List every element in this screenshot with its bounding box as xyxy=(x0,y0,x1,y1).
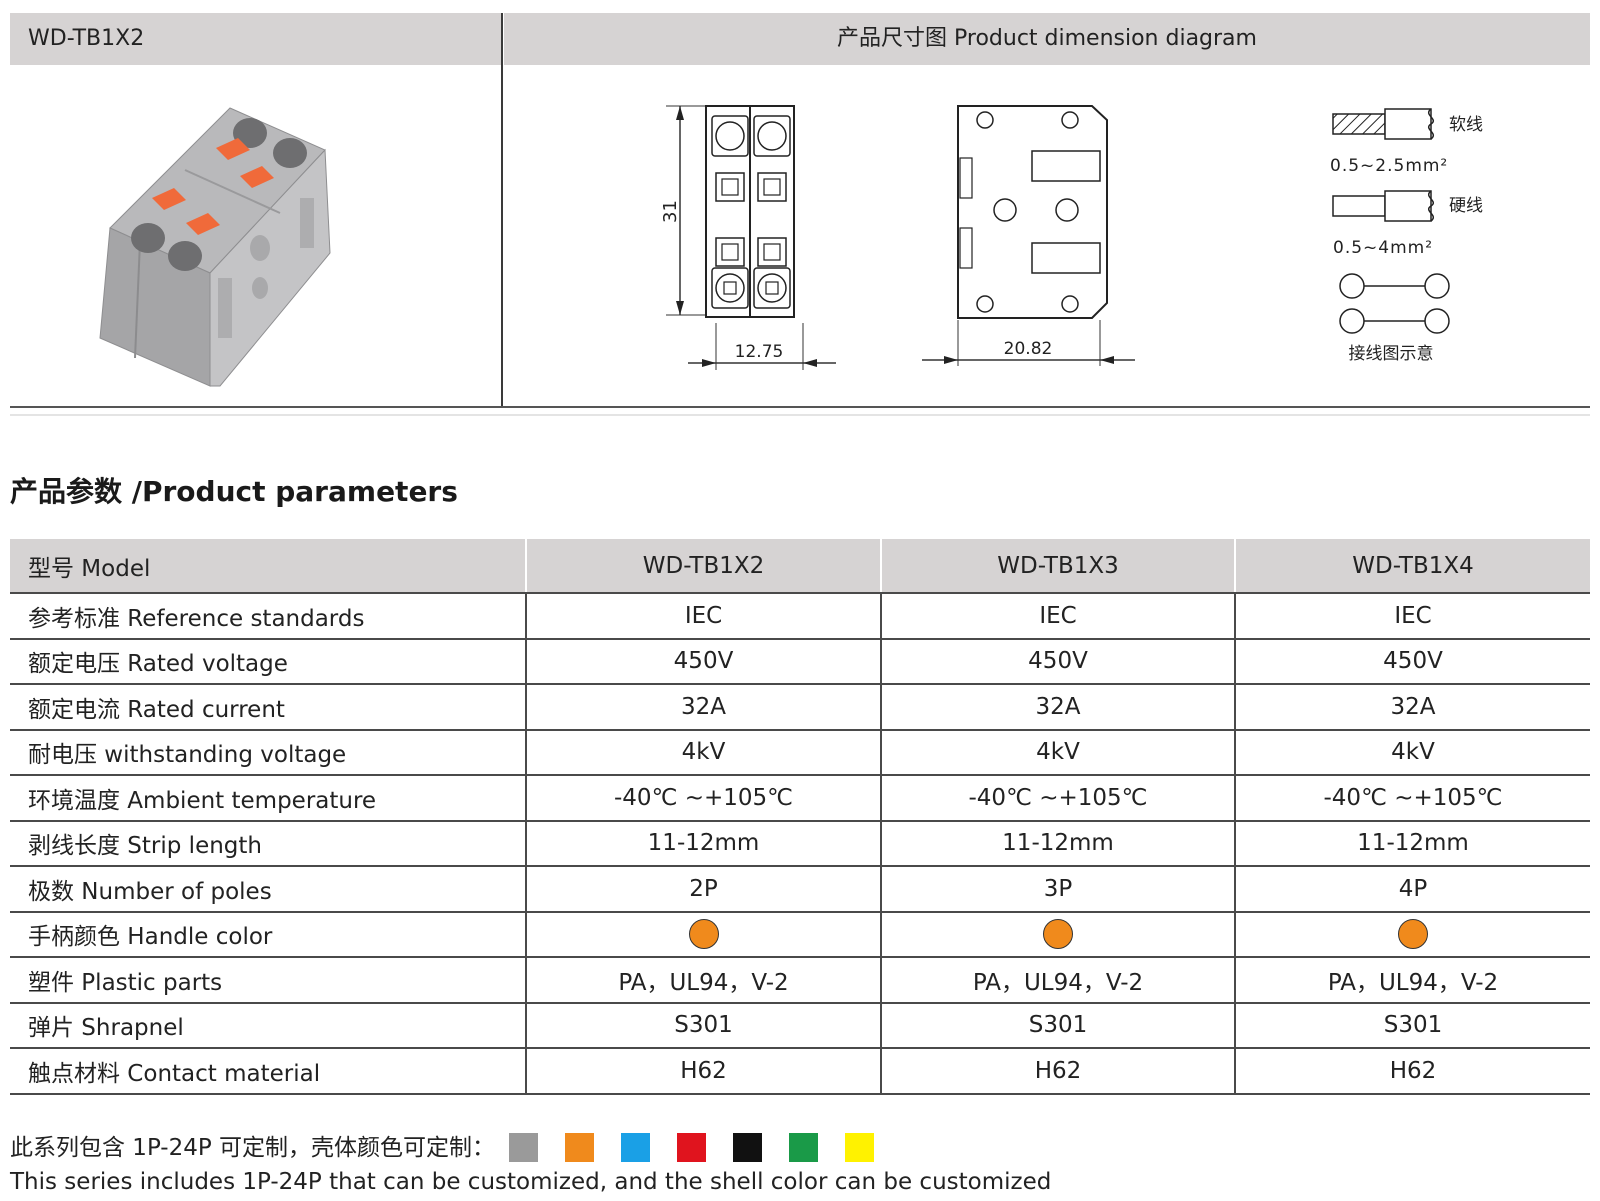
side-width-dimension: 20.82 xyxy=(1004,339,1053,359)
soft-wire-range: 0.5~2.5mm² xyxy=(1330,156,1448,176)
table-row: 塑件 Plastic parts PA，UL94，V-2 PA，UL94，V-2… xyxy=(10,957,1590,1004)
cell: PA，UL94，V-2 xyxy=(880,957,1235,1004)
cell: H62 xyxy=(1234,1048,1590,1095)
panel-bottom-rule xyxy=(10,406,1590,408)
cell: 11-12mm xyxy=(1234,820,1590,867)
customization-note-cn: 此系列包含 1P-24P 可定制，壳体颜色可定制： xyxy=(10,1134,496,1161)
table-row: 环境温度 Ambient temperature -40℃ ~+105℃ -40… xyxy=(10,775,1590,822)
shell-color-swatch-red xyxy=(677,1133,707,1162)
row-label: 塑件 Plastic parts xyxy=(10,957,526,1004)
cell: PA，UL94，V-2 xyxy=(1234,957,1590,1004)
product-image xyxy=(99,107,331,387)
wire-legend: 软线 0.5~2.5mm² 硬线 0.5~4mm² 接线图示意 xyxy=(1330,108,1483,364)
shell-color-swatch-black xyxy=(733,1133,763,1162)
panel-bottom-rule-light xyxy=(10,414,1590,416)
row-label: 环境温度 Ambient temperature xyxy=(10,775,526,822)
shell-color-swatch-orange xyxy=(565,1133,595,1162)
cell: 450V xyxy=(880,638,1235,685)
table-row: 额定电压 Rated voltage 450V 450V 450V xyxy=(10,638,1590,685)
section-title: 产品参数 /Product parameters xyxy=(10,475,458,508)
cell: IEC xyxy=(880,593,1235,640)
soft-wire-label: 软线 xyxy=(1449,115,1483,135)
cell: 3P xyxy=(880,866,1235,913)
row-label: 耐电压 withstanding voltage xyxy=(10,729,526,776)
table-row: 额定电流 Rated current 32A 32A 32A xyxy=(10,684,1590,731)
handle-color-swatch xyxy=(688,919,719,950)
cell: 2P xyxy=(525,866,881,913)
shell-color-swatch-yellow xyxy=(845,1133,875,1162)
cell xyxy=(1234,911,1590,958)
cell: IEC xyxy=(1234,593,1590,640)
cell: S301 xyxy=(525,1002,881,1049)
cell: 32A xyxy=(880,684,1235,731)
cell: 4kV xyxy=(1234,729,1590,776)
handle-color-swatch xyxy=(1043,919,1073,950)
cell xyxy=(880,911,1235,958)
wiring-diagram-label: 接线图示意 xyxy=(1349,344,1434,364)
table-row: 触点材料 Contact material H62 H62 H62 xyxy=(10,1048,1590,1095)
table-row: 剥线长度 Strip length 11-12mm 11-12mm 11-12m… xyxy=(10,820,1590,867)
header-model: 型号 Model xyxy=(10,539,526,594)
shell-color-swatch-blue xyxy=(621,1133,651,1162)
shell-color-swatch-gray xyxy=(509,1133,539,1162)
header-col-3: WD-TB1X4 xyxy=(1234,539,1590,594)
table-row: 耐电压 withstanding voltage 4kV 4kV 4kV xyxy=(10,729,1590,776)
table-row: 手柄颜色 Handle color xyxy=(10,911,1590,958)
row-label: 额定电流 Rated current xyxy=(10,684,526,731)
row-label: 剥线长度 Strip length xyxy=(10,820,526,867)
row-label: 参考标准 Reference standards xyxy=(10,593,526,640)
header-col-2: WD-TB1X3 xyxy=(880,539,1235,594)
cell: 4P xyxy=(1234,866,1590,913)
cell: IEC xyxy=(525,593,881,640)
side-dimension-drawing: 20.82 xyxy=(922,105,1135,366)
cell: H62 xyxy=(525,1048,881,1095)
header-col-1: WD-TB1X2 xyxy=(525,539,881,594)
cell: H62 xyxy=(880,1048,1235,1095)
parameters-table: 型号 Model WD-TB1X2 WD-TB1X3 WD-TB1X4 参考标准… xyxy=(10,539,1590,1095)
cell: -40℃ ~+105℃ xyxy=(525,775,881,822)
row-label: 额定电压 Rated voltage xyxy=(10,638,526,685)
table-row: 参考标准 Reference standards IEC IEC IEC xyxy=(10,593,1590,640)
cell: 4kV xyxy=(525,729,881,776)
diagram-title-header: 产品尺寸图 Product dimension diagram xyxy=(504,13,1590,65)
cell: 11-12mm xyxy=(880,820,1235,867)
row-label: 手柄颜色 Handle color xyxy=(10,911,526,958)
cell: 32A xyxy=(1234,684,1590,731)
table-row: 弹片 Shrapnel S301 S301 S301 xyxy=(10,1002,1590,1049)
table-header-row: 型号 Model WD-TB1X2 WD-TB1X3 WD-TB1X4 xyxy=(10,539,1590,594)
wiring-diagram-icon xyxy=(1339,273,1365,299)
cell: -40℃ ~+105℃ xyxy=(1234,775,1590,822)
hard-wire-label: 硬线 xyxy=(1449,196,1483,216)
soft-wire-icon xyxy=(1332,113,1386,135)
customization-note-en: This series includes 1P-24P that can be … xyxy=(10,1169,1052,1195)
model-code-header: WD-TB1X2 xyxy=(10,13,502,65)
front-width-dimension: 12.75 xyxy=(735,342,784,362)
table-row: 极数 Number of poles 2P 3P 4P xyxy=(10,866,1590,913)
row-label: 弹片 Shrapnel xyxy=(10,1002,526,1049)
product-overview-panel: WD-TB1X2 产品尺寸图 Product dimension diagram xyxy=(10,13,1590,416)
hard-wire-icon xyxy=(1332,195,1386,217)
panel-divider xyxy=(501,13,503,406)
cell: 32A xyxy=(525,684,881,731)
hard-wire-range: 0.5~4mm² xyxy=(1333,238,1433,258)
handle-color-swatch xyxy=(1398,919,1428,950)
row-label: 触点材料 Contact material xyxy=(10,1048,526,1095)
cell: 450V xyxy=(1234,638,1590,685)
cell: 450V xyxy=(525,638,881,685)
cell: 11-12mm xyxy=(525,820,881,867)
row-label: 极数 Number of poles xyxy=(10,866,526,913)
shell-color-swatch-green xyxy=(789,1133,819,1162)
cell: PA，UL94，V-2 xyxy=(525,957,881,1004)
cell: -40℃ ~+105℃ xyxy=(880,775,1235,822)
cell xyxy=(525,911,881,958)
cell: 4kV xyxy=(880,729,1235,776)
cell: S301 xyxy=(1234,1002,1590,1049)
cell: S301 xyxy=(880,1002,1235,1049)
height-dimension: 31 xyxy=(660,200,681,223)
front-dimension-drawing: 31 12.75 xyxy=(660,105,836,370)
customization-note: 此系列包含 1P-24P 可定制，壳体颜色可定制： xyxy=(10,1131,875,1163)
